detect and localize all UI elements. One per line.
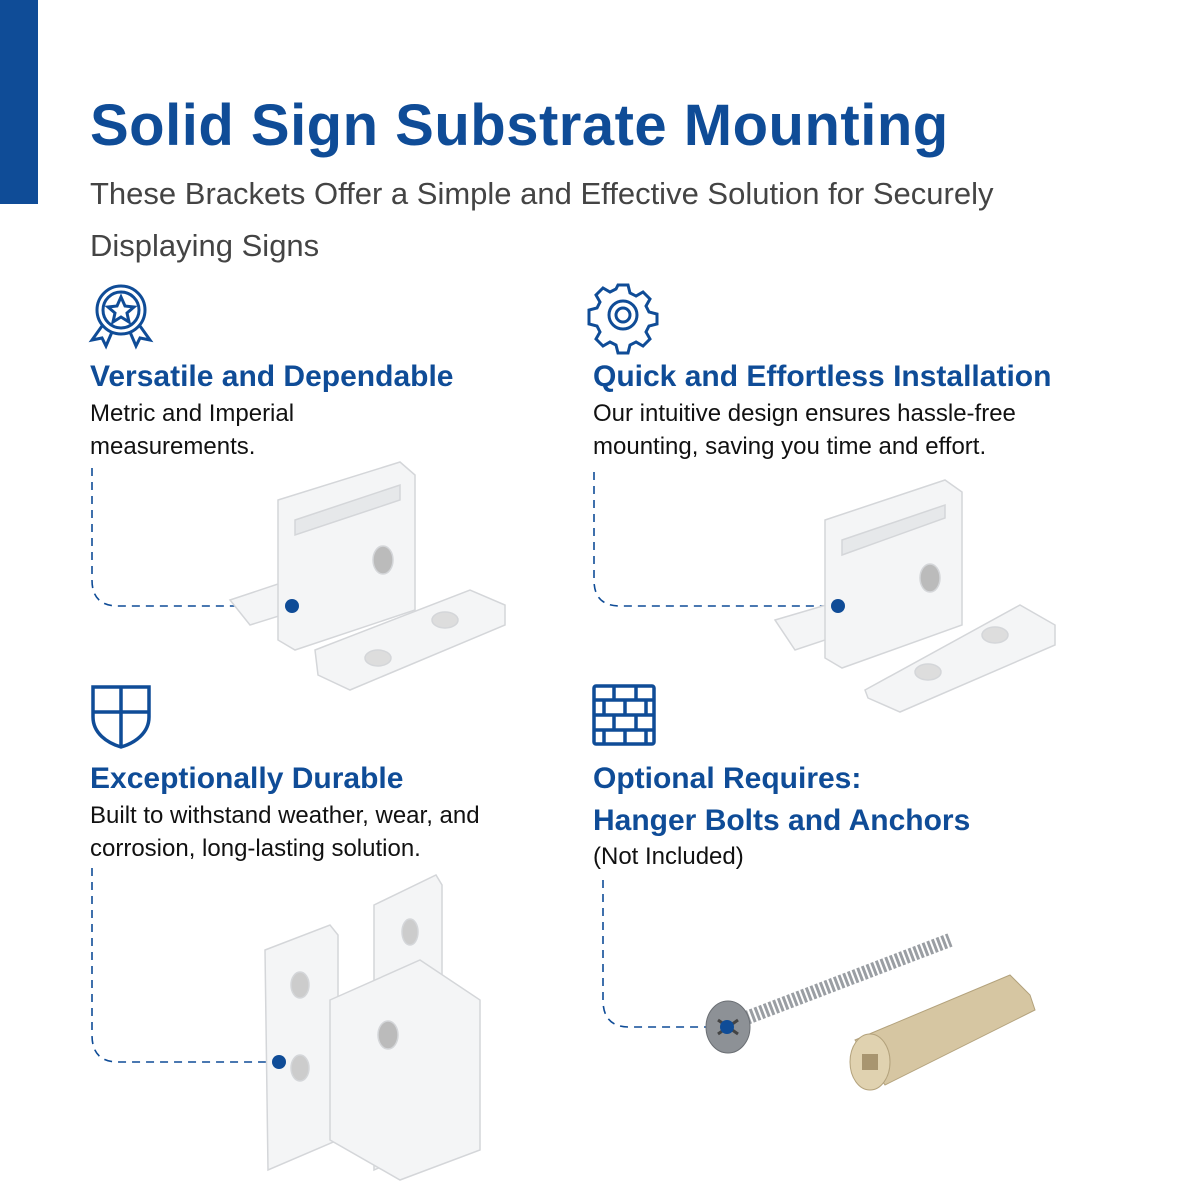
shield-icon — [91, 685, 151, 749]
page-title: Solid Sign Substrate Mounting — [90, 93, 949, 158]
feature-title: Exceptionally Durable — [90, 762, 404, 795]
feature-title: Quick and Effortless Installation — [593, 360, 1052, 393]
callout-dots — [272, 599, 845, 1069]
callout-lines — [91, 468, 838, 1063]
feature-description: Our intuitive design ensures hassle-free… — [593, 400, 1016, 460]
bracket-image-2 — [773, 479, 1056, 713]
accent-bar — [0, 0, 38, 204]
bracket-image-1 — [228, 461, 506, 691]
feature-description: Built to withstand weather, wear, and co… — [90, 802, 480, 862]
feature-title: Versatile and Dependable — [90, 360, 454, 393]
brick-wall-icon — [592, 684, 656, 746]
feature-title-line2: Hanger Bolts and Anchors — [593, 804, 971, 837]
award-star-icon — [88, 284, 154, 350]
bracket-image-3 — [264, 874, 481, 1181]
page-subtitle: These Brackets Offer a Simple and Effect… — [90, 176, 994, 263]
feature-description: Metric and Imperial measurements. — [90, 400, 295, 460]
feature-title: Optional Requires: — [593, 762, 862, 795]
gear-icon — [587, 283, 659, 355]
feature-description: (Not Included) — [593, 843, 744, 870]
anchor-image — [849, 974, 1036, 1091]
